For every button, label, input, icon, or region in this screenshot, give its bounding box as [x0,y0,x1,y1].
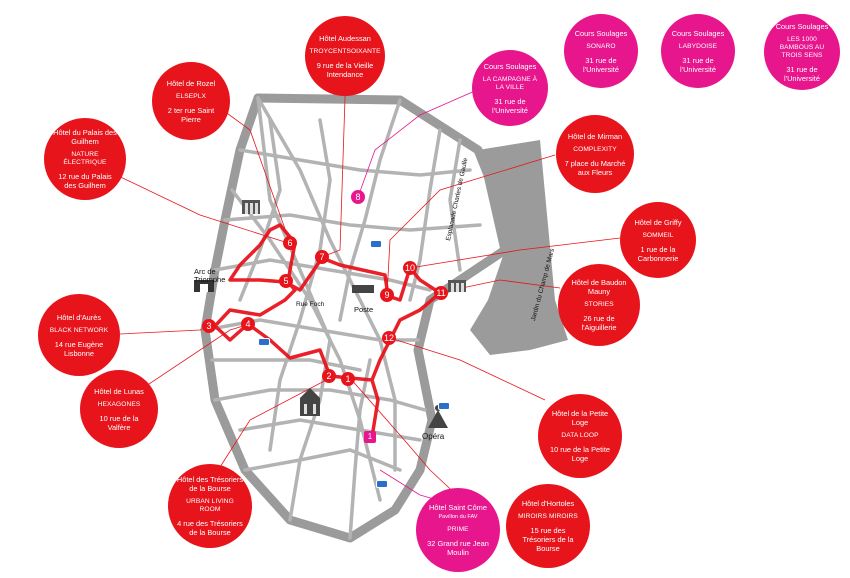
parking-icon [370,240,382,248]
stop-4[interactable]: 4 [241,317,255,331]
venue-title: Hôtel Audessan [319,33,371,43]
venue-baudon-mauny[interactable]: Hôtel de Baudon Mauny STORIES 26 rue de … [558,264,640,346]
venue-title: Hôtel de Rozel [166,78,216,88]
venue-petite-loge[interactable]: Hôtel de la Petite Loge DATA LOOP 10 rue… [538,394,622,478]
stop-2[interactable]: 2 [322,369,336,383]
venue-labydoise[interactable]: Cours Soulages LABYDOISE 31 rue de l'Uni… [661,14,735,88]
venue-hotel-saint-come[interactable]: Hôtel Saint Côme Pavillon du FAV PRIME 3… [416,488,500,572]
venue-sonaro[interactable]: Cours Soulages SONARO 31 rue de l'Univer… [564,14,638,88]
venue-tresoriers-de-la-bourse[interactable]: Hôtel des Trésoriers de la Bourse URBAN … [168,464,252,548]
venue-title: Hôtel d'Aurès [56,312,102,322]
venue-address: 1 rue de la Carbonnerie [637,244,679,263]
venue-name: STORIES [584,301,614,308]
venue-address: 31 rue de l'Université [680,55,716,74]
venue-address: 10 rue de la Valfère [99,413,139,432]
venue-name: HEXAGONES [97,400,141,408]
stop-11[interactable]: 11 [434,286,448,300]
venue-title: Hôtel de Mirman [567,131,623,141]
stop-8[interactable]: 8 [351,190,365,204]
venue-la-campagne[interactable]: Cours Soulages LA CAMPAGNE À LA VILLE 31… [472,50,548,126]
venue-title: Hôtel Saint Côme [429,503,487,512]
arc-de-triomphe-label: Arc de Triomphe [194,267,226,284]
venue-address: 32 Grand rue Jean Moulin [427,539,489,557]
stop-12[interactable]: 12 [382,331,396,345]
venue-name: SONARO [586,42,616,50]
stop-6[interactable]: 6 [283,236,297,250]
parking-icon [258,338,270,346]
venue-name: PRIME [447,526,469,533]
venue-subtitle: Pavillon du FAV [438,514,478,520]
venue-name: MIROIRS MIROIRS [518,513,578,520]
venue-address: 7 place du Marché aux Fleurs [564,158,626,177]
monument-icon [242,200,260,214]
venue-hotel-de-griffy[interactable]: Hôtel de Griffy SOMMEIL 1 rue de la Carb… [620,202,696,278]
venue-name: COMPLEXITY [573,145,617,153]
venue-name: DATA LOOP [561,432,599,439]
venue-name: SOMMEIL [642,231,674,239]
venue-name: LABYDOISE [678,42,718,50]
venue-address: 26 rue de l'Aiguillerie [581,314,617,332]
venue-title: Hôtel des Trésoriers de la Bourse [176,475,244,493]
venue-name: LES 1000 BAMBOUS AU TROIS SENS [779,35,825,59]
venue-title: Hôtel du Palais des Guilhem [53,128,117,146]
venue-name: URBAN LIVING ROOM [186,498,234,513]
church-icon [300,388,320,416]
route-path [213,223,442,438]
venue-address: 2 ter rue Saint Pierre [167,105,215,124]
venue-title: Hôtel de Lunas [94,386,144,396]
venue-name: ELSEPLX [175,92,207,100]
venue-address: 14 rue Eugène Lisbonne [54,339,104,358]
venue-title: Hôtel de Baudon Mauny [571,278,627,296]
venue-hotel-de-lunas[interactable]: Hôtel de Lunas HEXAGONES 10 rue de la Va… [80,370,158,448]
stop-1[interactable]: 1 [341,372,355,386]
place-icon [352,285,374,293]
stop-3[interactable]: 3 [202,319,216,333]
venue-address: 4 rue des Trésoriers de la Bourse [177,519,243,537]
connector-lines [84,67,621,506]
venue-address: 10 rue de la Petite Loge [550,445,610,463]
stop-7[interactable]: 7 [315,250,329,264]
venue-palais-des-guilhem[interactable]: Hôtel du Palais des Guilhem NATURE ÉLECT… [44,118,126,200]
venue-1000-bambous[interactable]: Cours Soulages LES 1000 BAMBOUS AU TROIS… [764,14,840,90]
venue-hotel-dhortoles[interactable]: Hôtel d'Hortoles MIROIRS MIROIRS 15 rue … [506,484,590,568]
venue-address: 31 rue de l'Université [583,55,619,74]
venue-name: TROYCENTSOIXANTE [309,47,381,55]
building-icon [448,280,466,292]
esplanade-area [470,140,568,355]
venue-name: NATURE ÉLECTRIQUE [63,151,107,166]
stop-1-pink[interactable]: 1 [364,431,376,443]
rue-foch-label: Rue Foch [296,301,325,308]
venue-address: 31 rue de l'Université [492,96,528,115]
venue-name: BLACK NETWORK [49,326,109,334]
venue-hotel-daures[interactable]: Hôtel d'Aurès BLACK NETWORK 14 rue Eugèn… [38,294,120,376]
poste-label: Poste [354,305,374,314]
venue-address: 15 rue des Trésoriers de la Bourse [522,526,574,553]
parking-icon [438,402,450,410]
venue-hotel-de-rozel[interactable]: Hôtel de Rozel ELSEPLX 2 ter rue Saint P… [152,62,230,140]
arc-icon [194,280,214,292]
venue-hotel-audessan[interactable]: Hôtel Audessan TROYCENTSOIXANTE 9 rue de… [305,16,385,96]
stop-9[interactable]: 9 [380,288,394,302]
venue-hotel-de-mirman[interactable]: Hôtel de Mirman COMPLEXITY 7 place du Ma… [556,115,634,193]
venue-title: Hôtel d'Hortoles [521,499,575,508]
opera-label: Opéra [422,432,445,441]
venue-address: 31 rue de l'Université [784,64,820,83]
stop-10[interactable]: 10 [403,261,417,275]
venue-title: Cours Soulages [671,28,725,38]
venue-title: Cours Soulages [483,61,537,71]
parking-icon [376,480,388,488]
venue-address: 12 rue du Palais des Guilhem [58,172,112,190]
street-grid [203,96,482,540]
venue-title: Hôtel de Griffy [634,217,682,227]
venue-title: Hôtel de la Petite Loge [551,409,609,427]
venue-address: 9 rue de la Vieille Intendance [316,60,374,79]
venue-name: LA CAMPAGNE À LA VILLE [482,75,538,91]
stop-5[interactable]: 5 [279,274,293,288]
venue-title: Cours Soulages [775,21,829,31]
venue-title: Cours Soulages [574,28,628,38]
